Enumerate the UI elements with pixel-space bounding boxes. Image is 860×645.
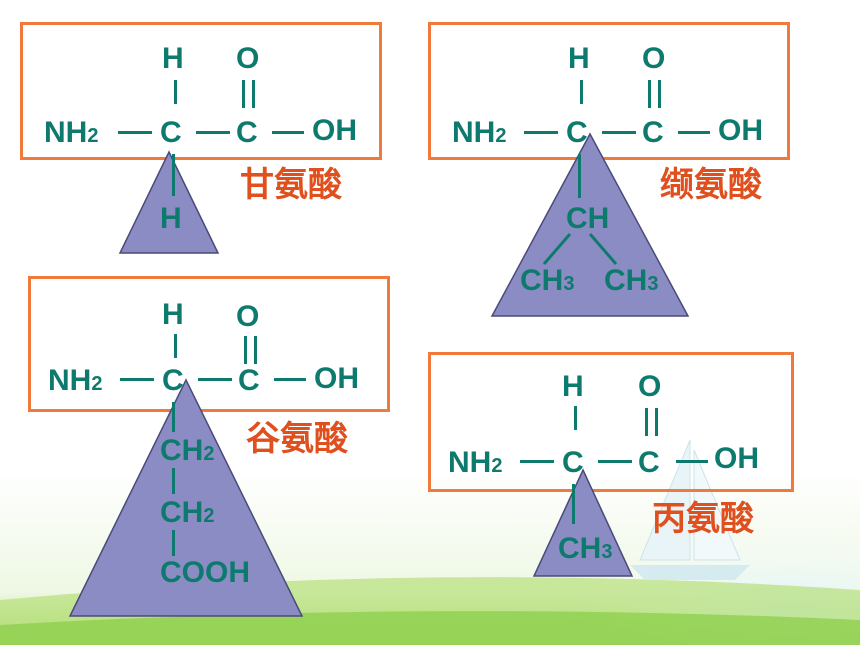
glycine-c-carbonyl: C: [236, 116, 258, 149]
glycine-h-top: H: [162, 42, 184, 75]
valine-h-top: H: [568, 42, 590, 75]
valine-branch-bonds: [542, 233, 618, 265]
glutamic-acid-c-alpha: C: [162, 364, 184, 397]
glycine-side-chain-triangle: [118, 150, 220, 254]
valine-c-alpha: C: [566, 116, 588, 149]
glutamic-acid-frame: [28, 276, 390, 412]
alanine-side-chain-triangle: [532, 468, 634, 577]
alanine-nh2: NH2: [448, 446, 503, 479]
sailboat-icon: [639, 439, 691, 561]
glycine-nh2: NH2: [44, 116, 99, 149]
alanine-h-top: H: [562, 370, 584, 403]
glutamic-acid-name: 谷氨酸: [246, 419, 348, 459]
valine-name: 缬氨酸: [660, 165, 762, 205]
glycine-o-top: O: [236, 42, 260, 75]
glutamic-acid-cooh: COOH: [160, 556, 250, 589]
alanine-name: 丙氨酸: [652, 499, 754, 539]
valine-nh2: NH2: [452, 116, 507, 149]
glutamic-acid-nh2: NH2: [48, 364, 103, 397]
alanine-c-carbonyl: C: [638, 446, 660, 479]
alanine-oh: OH: [714, 442, 759, 475]
glutamic-acid-oh: OH: [314, 362, 359, 395]
valine-ch3-right: CH3: [604, 264, 659, 297]
glutamic-acid-c-carbonyl: C: [238, 364, 260, 397]
glycine-side-h: H: [160, 202, 182, 235]
glycine-c-alpha: C: [160, 116, 182, 149]
glycine-oh: OH: [312, 114, 357, 147]
alanine-o-top: O: [638, 370, 662, 403]
glutamic-acid-side-chain-triangle: [68, 378, 304, 617]
valine-ch: CH: [566, 202, 610, 235]
valine-o-top: O: [642, 42, 666, 75]
glycine-frame: [20, 22, 382, 160]
glutamic-acid-h-top: H: [162, 298, 184, 331]
alanine-ch3: CH3: [558, 532, 613, 565]
glycine-name: 甘氨酸: [240, 165, 342, 205]
valine-side-chain-triangle: [490, 132, 690, 317]
valine-frame: [428, 22, 790, 160]
glutamic-acid-ch2-b: CH2: [160, 496, 215, 529]
valine-oh: OH: [718, 114, 763, 147]
glutamic-acid-o-top: O: [236, 300, 260, 333]
alanine-frame: [428, 352, 794, 492]
glutamic-acid-ch2-a: CH2: [160, 434, 215, 467]
alanine-c-alpha: C: [562, 446, 584, 479]
valine-c-carbonyl: C: [642, 116, 664, 149]
valine-ch3-left: CH3: [520, 264, 575, 297]
